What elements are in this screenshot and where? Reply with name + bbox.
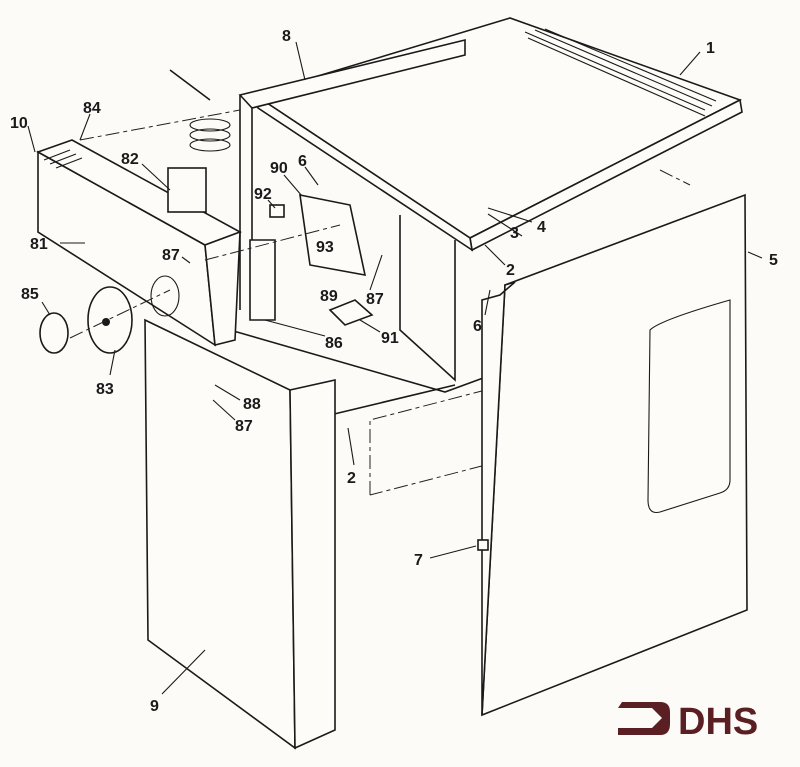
part-label-92: 92 — [254, 186, 272, 203]
part-label-85: 85 — [21, 286, 39, 303]
part-label-5: 5 — [769, 252, 778, 269]
part-label-2-upper: 2 — [506, 262, 515, 279]
thermostat — [167, 69, 374, 326]
part-label-89: 89 — [320, 288, 338, 305]
part-label-86: 86 — [325, 335, 343, 352]
part-label-87-b: 87 — [366, 291, 384, 308]
left-side-panel — [144, 318, 336, 750]
part-label-82: 82 — [121, 151, 139, 168]
part-label-3: 3 — [510, 225, 519, 242]
part-label-88: 88 — [243, 396, 261, 413]
part-label-7: 7 — [414, 552, 423, 569]
leader-lines — [27, 41, 763, 695]
part-label-10: 10 — [10, 115, 28, 132]
part-label-8: 8 — [282, 28, 291, 45]
part-label-87-c: 87 — [235, 418, 253, 435]
part-label-83: 83 — [96, 381, 114, 398]
part-label-1: 1 — [706, 40, 715, 57]
part-labels: 1 8 84 10 82 90 6 92 4 3 2 5 81 87 93 87… — [10, 28, 778, 715]
part-label-6-top: 6 — [298, 153, 307, 170]
dial — [87, 286, 133, 354]
part-label-90: 90 — [270, 160, 288, 177]
control-housing — [36, 139, 242, 347]
part-label-6-side: 6 — [473, 318, 482, 335]
right-side-panel — [481, 193, 748, 717]
part-label-93: 93 — [316, 239, 334, 256]
part-label-4: 4 — [537, 219, 546, 236]
foot — [477, 539, 489, 551]
part-label-2-lower: 2 — [347, 470, 356, 487]
logo-text: DHS — [678, 701, 758, 743]
part-label-81: 81 — [30, 236, 48, 253]
part-label-84: 84 — [83, 100, 101, 117]
back-panel — [238, 38, 466, 109]
dhs-logo: DHS — [618, 701, 758, 743]
part-label-91: 91 — [381, 330, 399, 347]
part-label-87-a: 87 — [162, 247, 180, 264]
knob — [39, 312, 69, 354]
part-label-9: 9 — [150, 698, 159, 715]
